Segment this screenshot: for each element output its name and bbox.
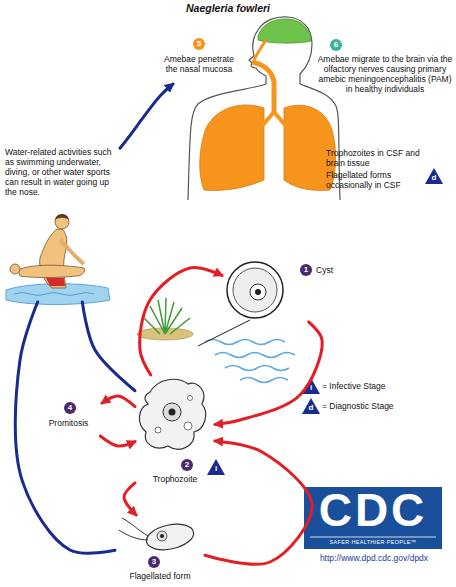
callout-number: 4 bbox=[64, 402, 76, 414]
stage-markers bbox=[207, 168, 443, 475]
callout-number: 3 bbox=[148, 556, 160, 568]
node-text: Flagellated form bbox=[115, 571, 205, 581]
left-lung bbox=[200, 105, 264, 191]
vacuole bbox=[155, 427, 161, 433]
node-text: Trophozoite bbox=[135, 474, 215, 484]
diagnostic-triangle bbox=[425, 168, 443, 184]
swimmer-body bbox=[40, 229, 67, 288]
cycle-arrow bbox=[215, 322, 322, 424]
node-text: Cyst bbox=[316, 265, 356, 275]
cycle-arrow bbox=[205, 441, 312, 564]
airway bbox=[252, 62, 274, 112]
node-text: Amebae penetrate the nasal mucosa bbox=[159, 54, 239, 74]
transmission-note: Water-related activities such as swimmin… bbox=[3, 145, 120, 302]
infective-triangle bbox=[207, 459, 225, 475]
swimmer-hair bbox=[55, 214, 69, 220]
stage-box: 1Cyst bbox=[222, 258, 348, 322]
transmission-line bbox=[82, 302, 135, 391]
torso-outline bbox=[188, 84, 266, 200]
diagnostic-note: Trophozoites in CSF and brain tissueFlag… bbox=[326, 146, 432, 194]
legend-marker: i bbox=[303, 383, 319, 393]
child-head bbox=[10, 264, 20, 274]
callout-number: 1 bbox=[300, 264, 312, 276]
water-wave bbox=[240, 378, 288, 383]
trophozoite-illustration bbox=[139, 379, 205, 449]
vacuole bbox=[184, 422, 192, 430]
flagellate-nucleus bbox=[157, 531, 167, 541]
transmission-line bbox=[15, 302, 115, 553]
water-wave bbox=[225, 366, 289, 371]
flagellate-illustration bbox=[119, 518, 196, 554]
swimmer-arm bbox=[60, 240, 84, 264]
legend-text: = Infective Stage bbox=[322, 381, 386, 391]
flagellate-nucleolus bbox=[160, 534, 164, 538]
callout-number: 2 bbox=[181, 459, 193, 471]
brain bbox=[258, 19, 311, 43]
node-text: Promitosis bbox=[35, 418, 102, 428]
swim-trunks bbox=[46, 278, 65, 286]
logo-rule bbox=[310, 537, 436, 538]
olfactory-nerve bbox=[254, 40, 266, 60]
flagellum bbox=[119, 530, 148, 540]
diagram-title: Naegleria fowleri bbox=[150, 2, 306, 14]
trophozoite-cell bbox=[139, 379, 205, 449]
callout-number: 6 bbox=[330, 39, 342, 51]
node-text: Flagellated forms occasionally in CSF bbox=[326, 170, 432, 190]
cyst-nucleus bbox=[250, 284, 266, 300]
swimmer-illustration bbox=[6, 214, 110, 305]
water-wave bbox=[215, 353, 295, 358]
stage-marker: d bbox=[426, 173, 442, 183]
flagellate-cell bbox=[144, 520, 196, 553]
source-url: http://www.dpd.cdc.gov/dpdx bbox=[296, 553, 452, 563]
vacuole bbox=[188, 396, 193, 401]
logo-tagline: SAFER·HEALTHIER·PEOPLE™ bbox=[304, 538, 442, 546]
stage-box: 4Promitosis bbox=[35, 400, 102, 436]
step-box: 5Amebae penetrate the nasal mucosa bbox=[148, 36, 250, 84]
flagellum bbox=[122, 518, 148, 536]
water-ripple bbox=[14, 293, 94, 296]
stage-box: 3Flagellated form bbox=[115, 515, 205, 586]
cycle-arrow bbox=[140, 268, 222, 375]
cyst-nucleolus bbox=[255, 289, 261, 295]
cycle-arrow bbox=[124, 483, 136, 515]
trophozoite-nucleus bbox=[163, 403, 181, 421]
node-text: Amebae migrate to the brain via the olfa… bbox=[314, 54, 456, 94]
human-figure bbox=[188, 17, 340, 200]
cyst-illustration bbox=[227, 262, 283, 318]
head-outline bbox=[249, 17, 312, 84]
cyst-wall bbox=[227, 262, 283, 318]
bronchi bbox=[262, 112, 286, 126]
legend-triangle bbox=[302, 398, 320, 414]
child-body bbox=[18, 265, 85, 277]
callout-number: 5 bbox=[193, 38, 205, 50]
node-text: Water-related activities such as swimmin… bbox=[5, 147, 117, 197]
transmission-arrow bbox=[120, 84, 173, 148]
stage-box: 2Trophozoite bbox=[135, 375, 215, 488]
node-text: Trophozoites in CSF and brain tissue bbox=[326, 148, 432, 168]
logo-text: CDC bbox=[304, 484, 442, 536]
cyst-body bbox=[233, 268, 277, 312]
step-box: 6Amebae migrate to the brain via the olf… bbox=[314, 36, 456, 102]
divider-line bbox=[198, 320, 250, 346]
legend-marker: d bbox=[303, 403, 319, 413]
swimmer-head bbox=[55, 215, 69, 229]
legend-text: = Diagnostic Stage bbox=[322, 401, 394, 411]
cycle-arrow bbox=[100, 436, 135, 446]
stage-marker: i bbox=[208, 464, 224, 474]
legend-entry: = Infective Stage bbox=[322, 381, 386, 391]
water-wave bbox=[205, 340, 285, 345]
legend-entry: = Diagnostic Stage bbox=[322, 401, 394, 411]
trophozoite-nucleolus bbox=[169, 409, 176, 416]
cycle-arrow bbox=[102, 396, 135, 407]
